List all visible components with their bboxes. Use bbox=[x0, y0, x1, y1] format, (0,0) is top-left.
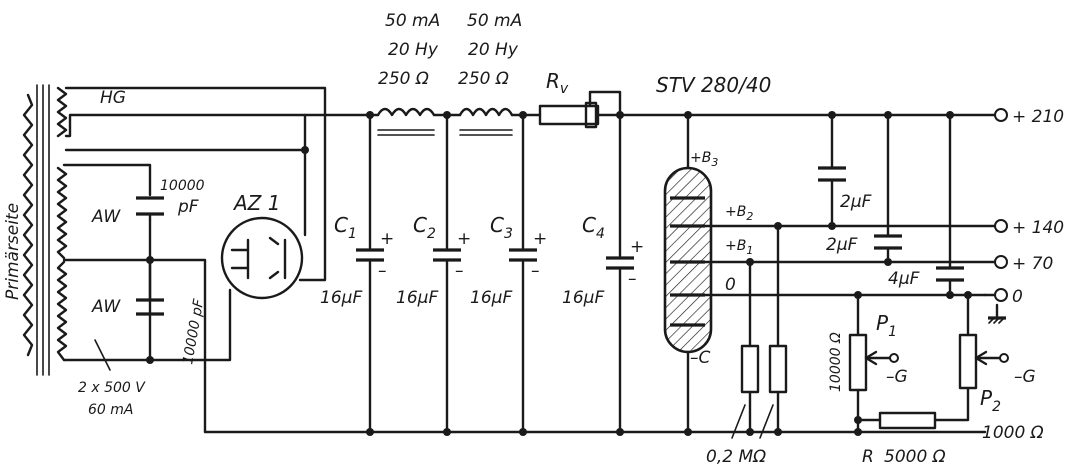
stabilizer-b1: +B1 bbox=[725, 238, 753, 257]
cap-4-plus: + bbox=[630, 237, 644, 257]
choke-2: 50 mA 20 Hy 250 Ω bbox=[458, 11, 522, 136]
output-label-0: 0 bbox=[1012, 287, 1023, 307]
input-cap-bottom-value: 10000 pF bbox=[180, 297, 207, 366]
pot-2-value: 1000 Ω bbox=[982, 423, 1044, 443]
choke-2-current: 50 mA bbox=[467, 11, 522, 31]
primary-side-label: Primärseite bbox=[3, 203, 23, 300]
choke-2-inductance: 20 Hy bbox=[468, 40, 519, 60]
secondary-winding-top bbox=[56, 166, 68, 260]
primary-winding bbox=[22, 93, 34, 357]
cap-4-value: 16µF bbox=[562, 288, 604, 308]
heater-winding-label: HG bbox=[100, 88, 126, 108]
stabilizer-type: STV 280/40 bbox=[656, 73, 771, 97]
input-cap-top-value: 10000 bbox=[160, 178, 205, 194]
pot-2-name: P2 bbox=[980, 386, 1001, 415]
cap-3-minus: – bbox=[531, 261, 540, 281]
bleeder-value: 0,2 MΩ bbox=[706, 447, 766, 467]
output-terminal-0[interactable] bbox=[994, 288, 1008, 302]
input-capacitor-bottom: 10000 pF bbox=[136, 258, 208, 366]
decoupling-capacitor-2: 2µF bbox=[826, 234, 902, 255]
bottom-resistor: R 5000 Ω bbox=[862, 411, 946, 467]
heater-winding bbox=[56, 86, 68, 138]
output-label-140: + 140 bbox=[1012, 218, 1064, 238]
rectifier-tube: AZ 1 bbox=[220, 191, 304, 300]
stabilizer-b3: +B3 bbox=[690, 150, 718, 169]
bottom-resistor-value: 5000 Ω bbox=[884, 447, 946, 467]
bottom-resistor-name: R bbox=[862, 447, 874, 467]
cap-4-minus: – bbox=[628, 269, 637, 289]
series-resistor: Rv bbox=[538, 69, 600, 129]
choke-1-inductance: 20 Hy bbox=[388, 40, 439, 60]
cap-2-plus: + bbox=[457, 229, 471, 249]
output-terminal-210[interactable] bbox=[994, 108, 1008, 122]
stabilizer-zero: 0 bbox=[725, 275, 736, 295]
transformer-rating-voltage: 2 x 500 V bbox=[78, 380, 146, 396]
cap-3-plus: + bbox=[533, 229, 547, 249]
output-label-210: + 210 bbox=[1012, 107, 1064, 127]
cap-2-minus: – bbox=[455, 261, 464, 281]
potentiometer-2: P2 1000 Ω –G bbox=[958, 333, 1044, 443]
secondary-winding-bottom bbox=[56, 260, 68, 362]
cap-1-value: 16µF bbox=[320, 288, 362, 308]
output-terminals: + 210 + 140 + 70 0 bbox=[994, 107, 1064, 307]
decoupling-cap-3-value: 4µF bbox=[888, 269, 920, 289]
filter-capacitor-3: + – C3 16µF bbox=[470, 213, 547, 308]
decoupling-capacitor-3: 4µF bbox=[888, 266, 964, 289]
pot-2-tap: –G bbox=[1014, 367, 1036, 387]
choke-1: 50 mA 20 Hy 250 Ω bbox=[376, 11, 440, 136]
cap-2-name: C2 bbox=[413, 213, 436, 242]
junction-dots bbox=[146, 111, 972, 436]
decoupling-capacitor-1: 2µF bbox=[818, 166, 872, 212]
pot-1-value: 10000 Ω bbox=[828, 332, 844, 392]
decoupling-cap-2-value: 2µF bbox=[826, 235, 858, 255]
cap-4-name: C4 bbox=[582, 213, 605, 242]
stabilizer-neg-c: –C bbox=[690, 348, 711, 368]
filter-capacitor-1: + – C1 16µF bbox=[320, 213, 394, 308]
input-capacitor-top: 10000 pF bbox=[136, 178, 205, 222]
transformer: Primärseite HG AW AW 2 x 500 V 60 mA bbox=[3, 84, 146, 418]
output-label-70: + 70 bbox=[1012, 254, 1053, 274]
filter-capacitor-2: + – C2 16µF bbox=[396, 213, 471, 308]
cap-1-plus: + bbox=[380, 229, 394, 249]
rectifier-label: AZ 1 bbox=[232, 191, 280, 215]
winding-bottom-label: AW bbox=[91, 297, 121, 317]
cap-1-name: C1 bbox=[334, 213, 357, 242]
cap-3-value: 16µF bbox=[470, 288, 512, 308]
output-terminal-70[interactable] bbox=[994, 255, 1008, 269]
stabilizer-b2: +B2 bbox=[725, 204, 753, 223]
filter-capacitor-4: + – C4 16µF bbox=[562, 213, 644, 308]
cap-3-name: C3 bbox=[490, 213, 513, 242]
transformer-rating-current: 60 mA bbox=[88, 402, 133, 418]
decoupling-cap-1-value: 2µF bbox=[840, 192, 872, 212]
choke-1-current: 50 mA bbox=[385, 11, 440, 31]
winding-top-label: AW bbox=[91, 207, 121, 227]
potentiometer-1: P1 10000 Ω –G bbox=[828, 311, 908, 392]
cap-2-value: 16µF bbox=[396, 288, 438, 308]
output-terminal-140[interactable] bbox=[994, 219, 1008, 233]
choke-1-resistance: 250 Ω bbox=[378, 69, 429, 89]
series-resistor-label: Rv bbox=[546, 69, 569, 97]
cap-1-minus: – bbox=[378, 261, 387, 281]
choke-2-resistance: 250 Ω bbox=[458, 69, 509, 89]
input-cap-top-unit: pF bbox=[177, 197, 199, 217]
bleeder-resistors: 0,2 MΩ bbox=[706, 344, 788, 467]
stabilizer-tube: STV 280/40 +B3 +B2 +B1 0 –C bbox=[656, 73, 771, 368]
pot-1-name: P1 bbox=[876, 311, 897, 340]
pot-1-tap: –G bbox=[886, 367, 908, 387]
